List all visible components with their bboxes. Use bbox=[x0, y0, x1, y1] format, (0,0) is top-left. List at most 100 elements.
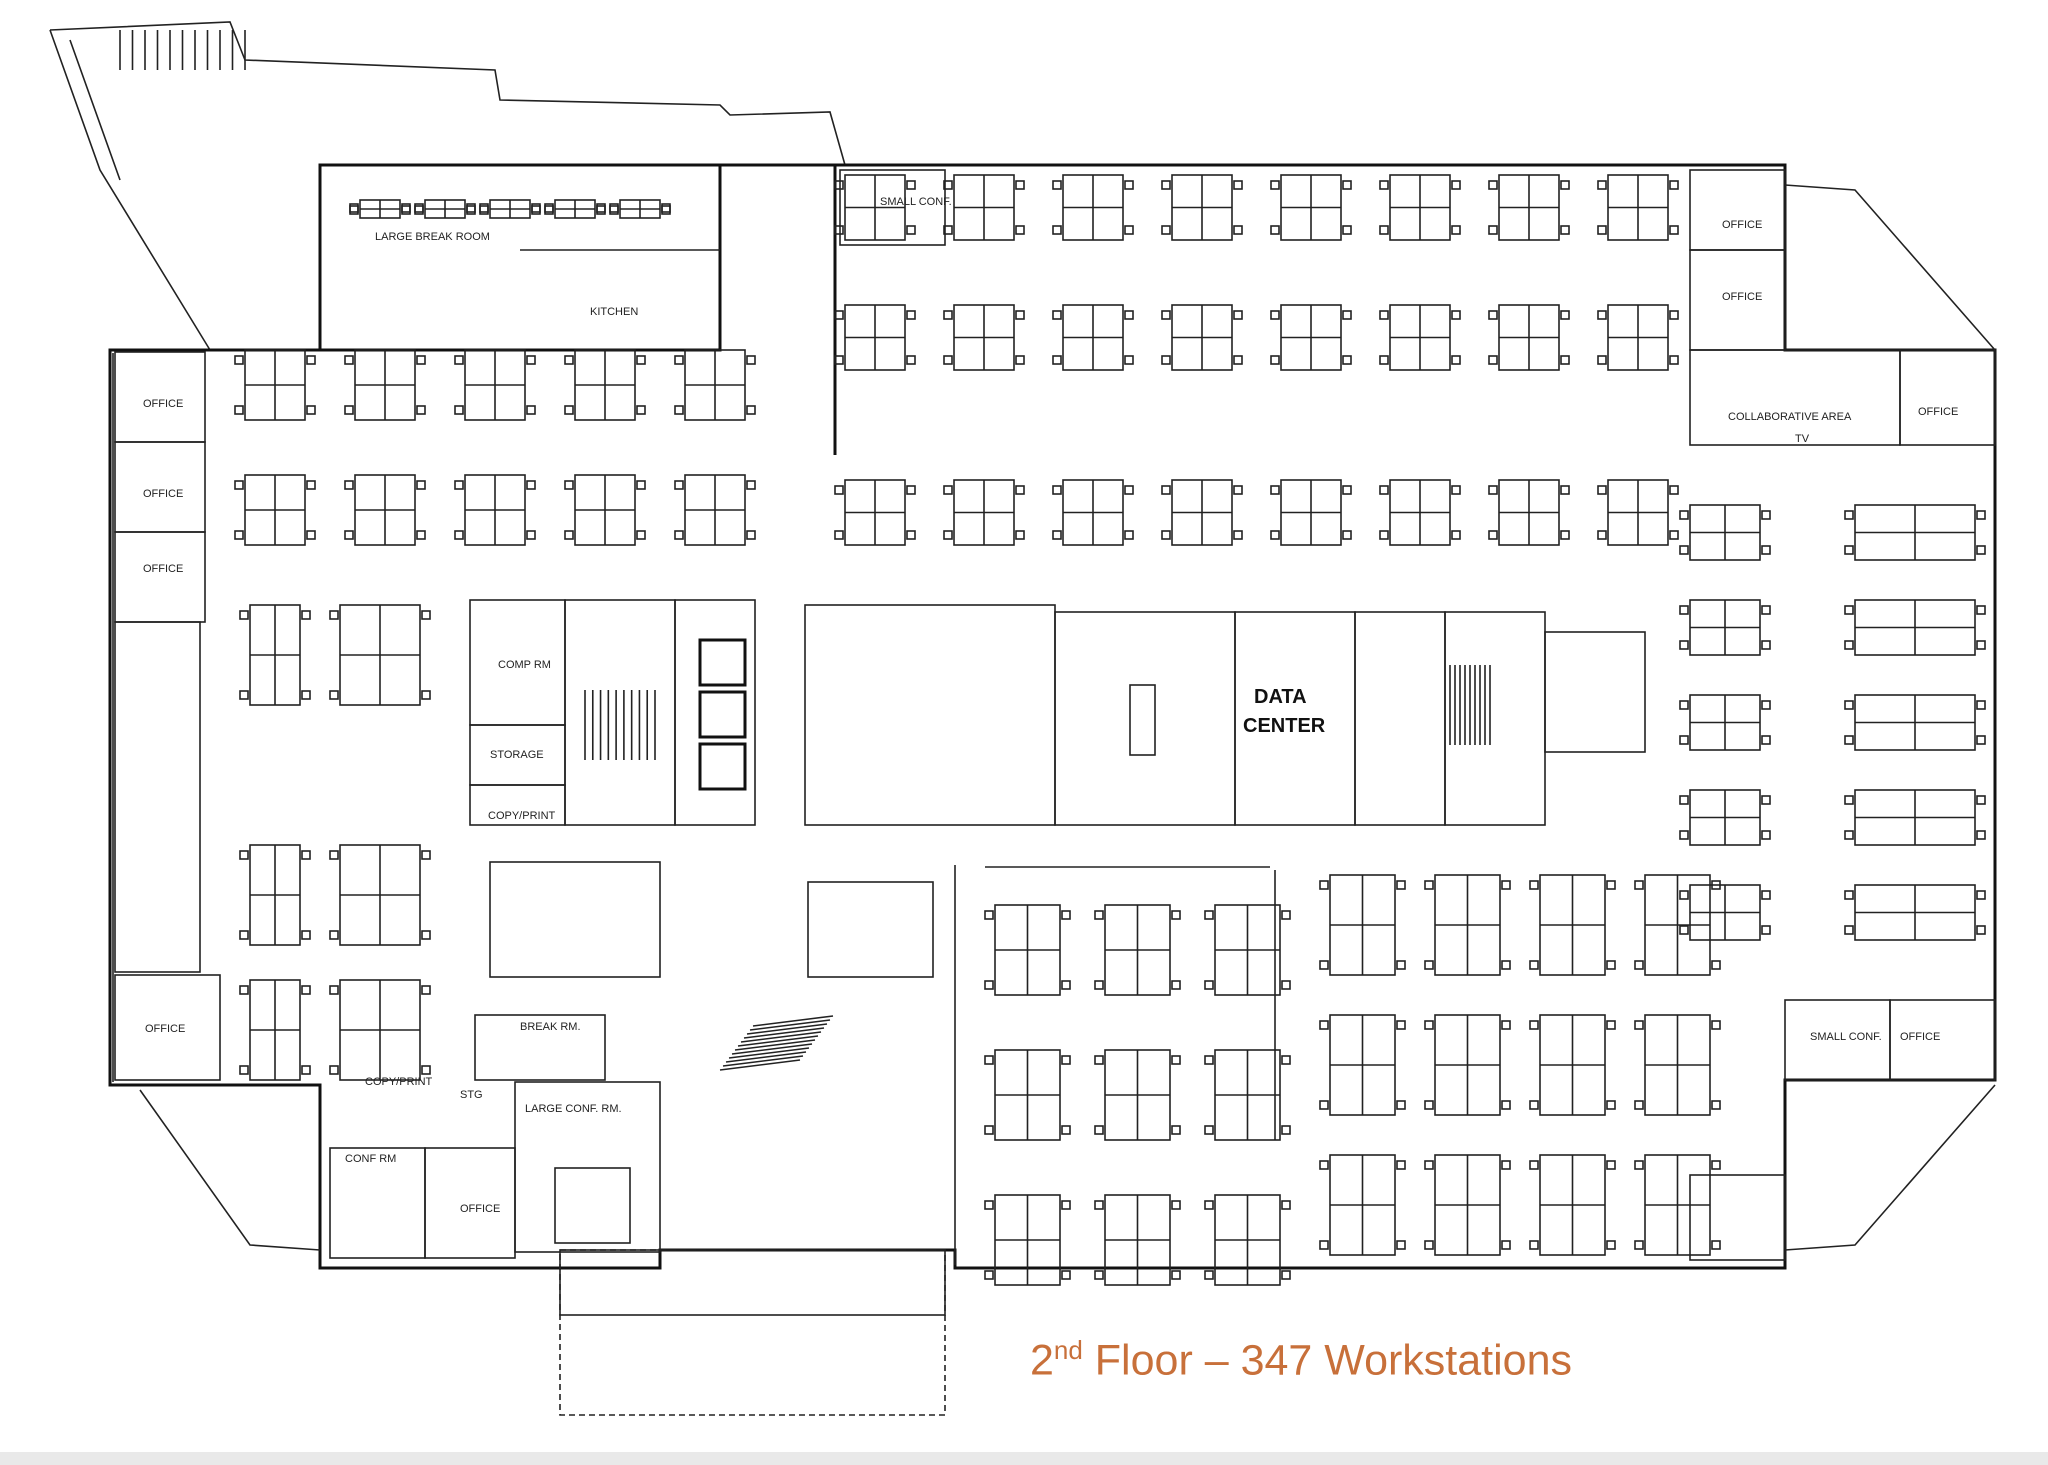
workstation-pod bbox=[329, 604, 431, 706]
office-label-br: OFFICE bbox=[1900, 1031, 1940, 1043]
stair-tread bbox=[731, 1043, 813, 1055]
workstation-pod bbox=[1319, 1014, 1406, 1116]
stair-tread bbox=[740, 1031, 822, 1043]
workstation-pod bbox=[984, 1194, 1071, 1286]
workstation-pod bbox=[344, 349, 426, 421]
copy-print-lower-label: COPY/PRINT bbox=[365, 1076, 433, 1088]
workstation-pod bbox=[1424, 1154, 1511, 1256]
tv-label: TV bbox=[1795, 433, 1810, 445]
data-center-label-2: CENTER bbox=[1243, 715, 1326, 737]
workstation-pod bbox=[984, 904, 1071, 996]
large-break-room-label: LARGE BREAK ROOM bbox=[375, 231, 490, 243]
workstation-pod bbox=[239, 844, 311, 946]
workstation-pod bbox=[1634, 1154, 1721, 1256]
workstation-pod bbox=[479, 199, 541, 219]
stg-label: STG bbox=[460, 1089, 483, 1101]
break-rm-label: BREAK RM. bbox=[520, 1021, 581, 1033]
office-collab-right bbox=[1899, 349, 1996, 446]
workstation-pod bbox=[1204, 1049, 1291, 1141]
office-left-2 bbox=[114, 441, 206, 533]
office-label-tr2: OFFICE bbox=[1722, 291, 1762, 303]
workstation-pod bbox=[234, 474, 316, 546]
workstation-pod bbox=[329, 844, 431, 946]
workstation-pod bbox=[1529, 874, 1616, 976]
large-conf-label: LARGE CONF. RM. bbox=[525, 1103, 622, 1115]
collaborative-area bbox=[1689, 349, 1901, 446]
workstation-pod bbox=[674, 349, 756, 421]
workstation-pod bbox=[1844, 599, 1986, 656]
corner-wing-bottom-left bbox=[139, 1089, 321, 1251]
stair-tread bbox=[719, 1059, 801, 1071]
bottom-scrollbar-strip bbox=[0, 1452, 2048, 1465]
workstation-pod bbox=[454, 349, 536, 421]
workstation-pod bbox=[1488, 479, 1570, 546]
stair-tread bbox=[743, 1027, 825, 1039]
server-room bbox=[1054, 611, 1236, 826]
workstation-pod bbox=[834, 479, 916, 546]
workstation-pod bbox=[1597, 304, 1679, 371]
conf-rm-lower-label: CONF RM bbox=[345, 1153, 396, 1165]
workstation-pod bbox=[1488, 304, 1570, 371]
large-conf-table bbox=[554, 1167, 631, 1244]
stair-core-left bbox=[564, 599, 676, 826]
workstation-pod bbox=[1094, 904, 1181, 996]
stair-tread bbox=[728, 1047, 810, 1059]
workstation-pod bbox=[1094, 1194, 1181, 1286]
stair-tread bbox=[722, 1055, 804, 1067]
workstation-pod bbox=[1161, 304, 1243, 371]
office-left-1 bbox=[114, 351, 206, 443]
collaborative-area-label: COLLABORATIVE AREA bbox=[1728, 411, 1852, 423]
workstation-pod bbox=[1204, 1194, 1291, 1286]
workstation-pod bbox=[329, 979, 431, 1081]
workstation-pod bbox=[1597, 479, 1679, 546]
corner-wing-bottom-right bbox=[1784, 1084, 1996, 1251]
workstation-pod bbox=[544, 199, 606, 219]
workstation-pod bbox=[234, 349, 316, 421]
workstation-pod bbox=[1094, 1049, 1181, 1141]
workstation-pod bbox=[1161, 174, 1243, 241]
workstation-pod bbox=[984, 1049, 1071, 1141]
workstation-pod bbox=[1844, 694, 1986, 751]
workstation-clusters bbox=[234, 174, 1986, 1286]
office-left-3 bbox=[114, 531, 206, 623]
workstation-pod bbox=[564, 349, 646, 421]
workstation-pod bbox=[1319, 874, 1406, 976]
stair-tread bbox=[746, 1023, 828, 1035]
workstation-pod bbox=[1488, 174, 1570, 241]
stair-tread bbox=[749, 1019, 831, 1031]
office-label-tr1: OFFICE bbox=[1722, 219, 1762, 231]
workstation-pod bbox=[1270, 479, 1352, 546]
workstation-pod bbox=[943, 479, 1025, 546]
workstation-pod bbox=[609, 199, 671, 219]
workstation-pod bbox=[1379, 479, 1461, 546]
workstation-pod bbox=[1679, 789, 1771, 846]
office-label-collab: OFFICE bbox=[1918, 406, 1958, 418]
office-top-right-1 bbox=[1689, 169, 1786, 251]
workstation-pod bbox=[1379, 304, 1461, 371]
office-lower bbox=[424, 1147, 516, 1259]
office-label-lower: OFFICE bbox=[460, 1203, 500, 1215]
exterior-stair bbox=[49, 21, 846, 351]
elevator-bank bbox=[674, 599, 756, 826]
workstation-pod bbox=[1529, 1014, 1616, 1116]
workstation-pod bbox=[1052, 304, 1134, 371]
small-conf-right-label: SMALL CONF. bbox=[1810, 1031, 1882, 1043]
server-rack bbox=[1129, 684, 1156, 756]
office-left-bottom bbox=[114, 974, 221, 1081]
office-label-l1: OFFICE bbox=[143, 398, 183, 410]
conf-room-core bbox=[1544, 631, 1646, 753]
restrooms bbox=[804, 604, 1056, 826]
workstation-pod bbox=[239, 979, 311, 1081]
workstation-pod bbox=[1270, 304, 1352, 371]
workstation-pod bbox=[1634, 874, 1721, 976]
workstation-pod bbox=[674, 474, 756, 546]
workstation-pod bbox=[454, 474, 536, 546]
workstation-pod bbox=[1597, 174, 1679, 241]
small-conf-top bbox=[839, 169, 946, 246]
workstation-pod bbox=[1379, 174, 1461, 241]
workstation-pod bbox=[1844, 504, 1986, 561]
workstation-pod bbox=[1424, 1014, 1511, 1116]
large-break-room bbox=[318, 163, 722, 352]
ordinal-suffix: nd bbox=[1053, 1335, 1083, 1365]
